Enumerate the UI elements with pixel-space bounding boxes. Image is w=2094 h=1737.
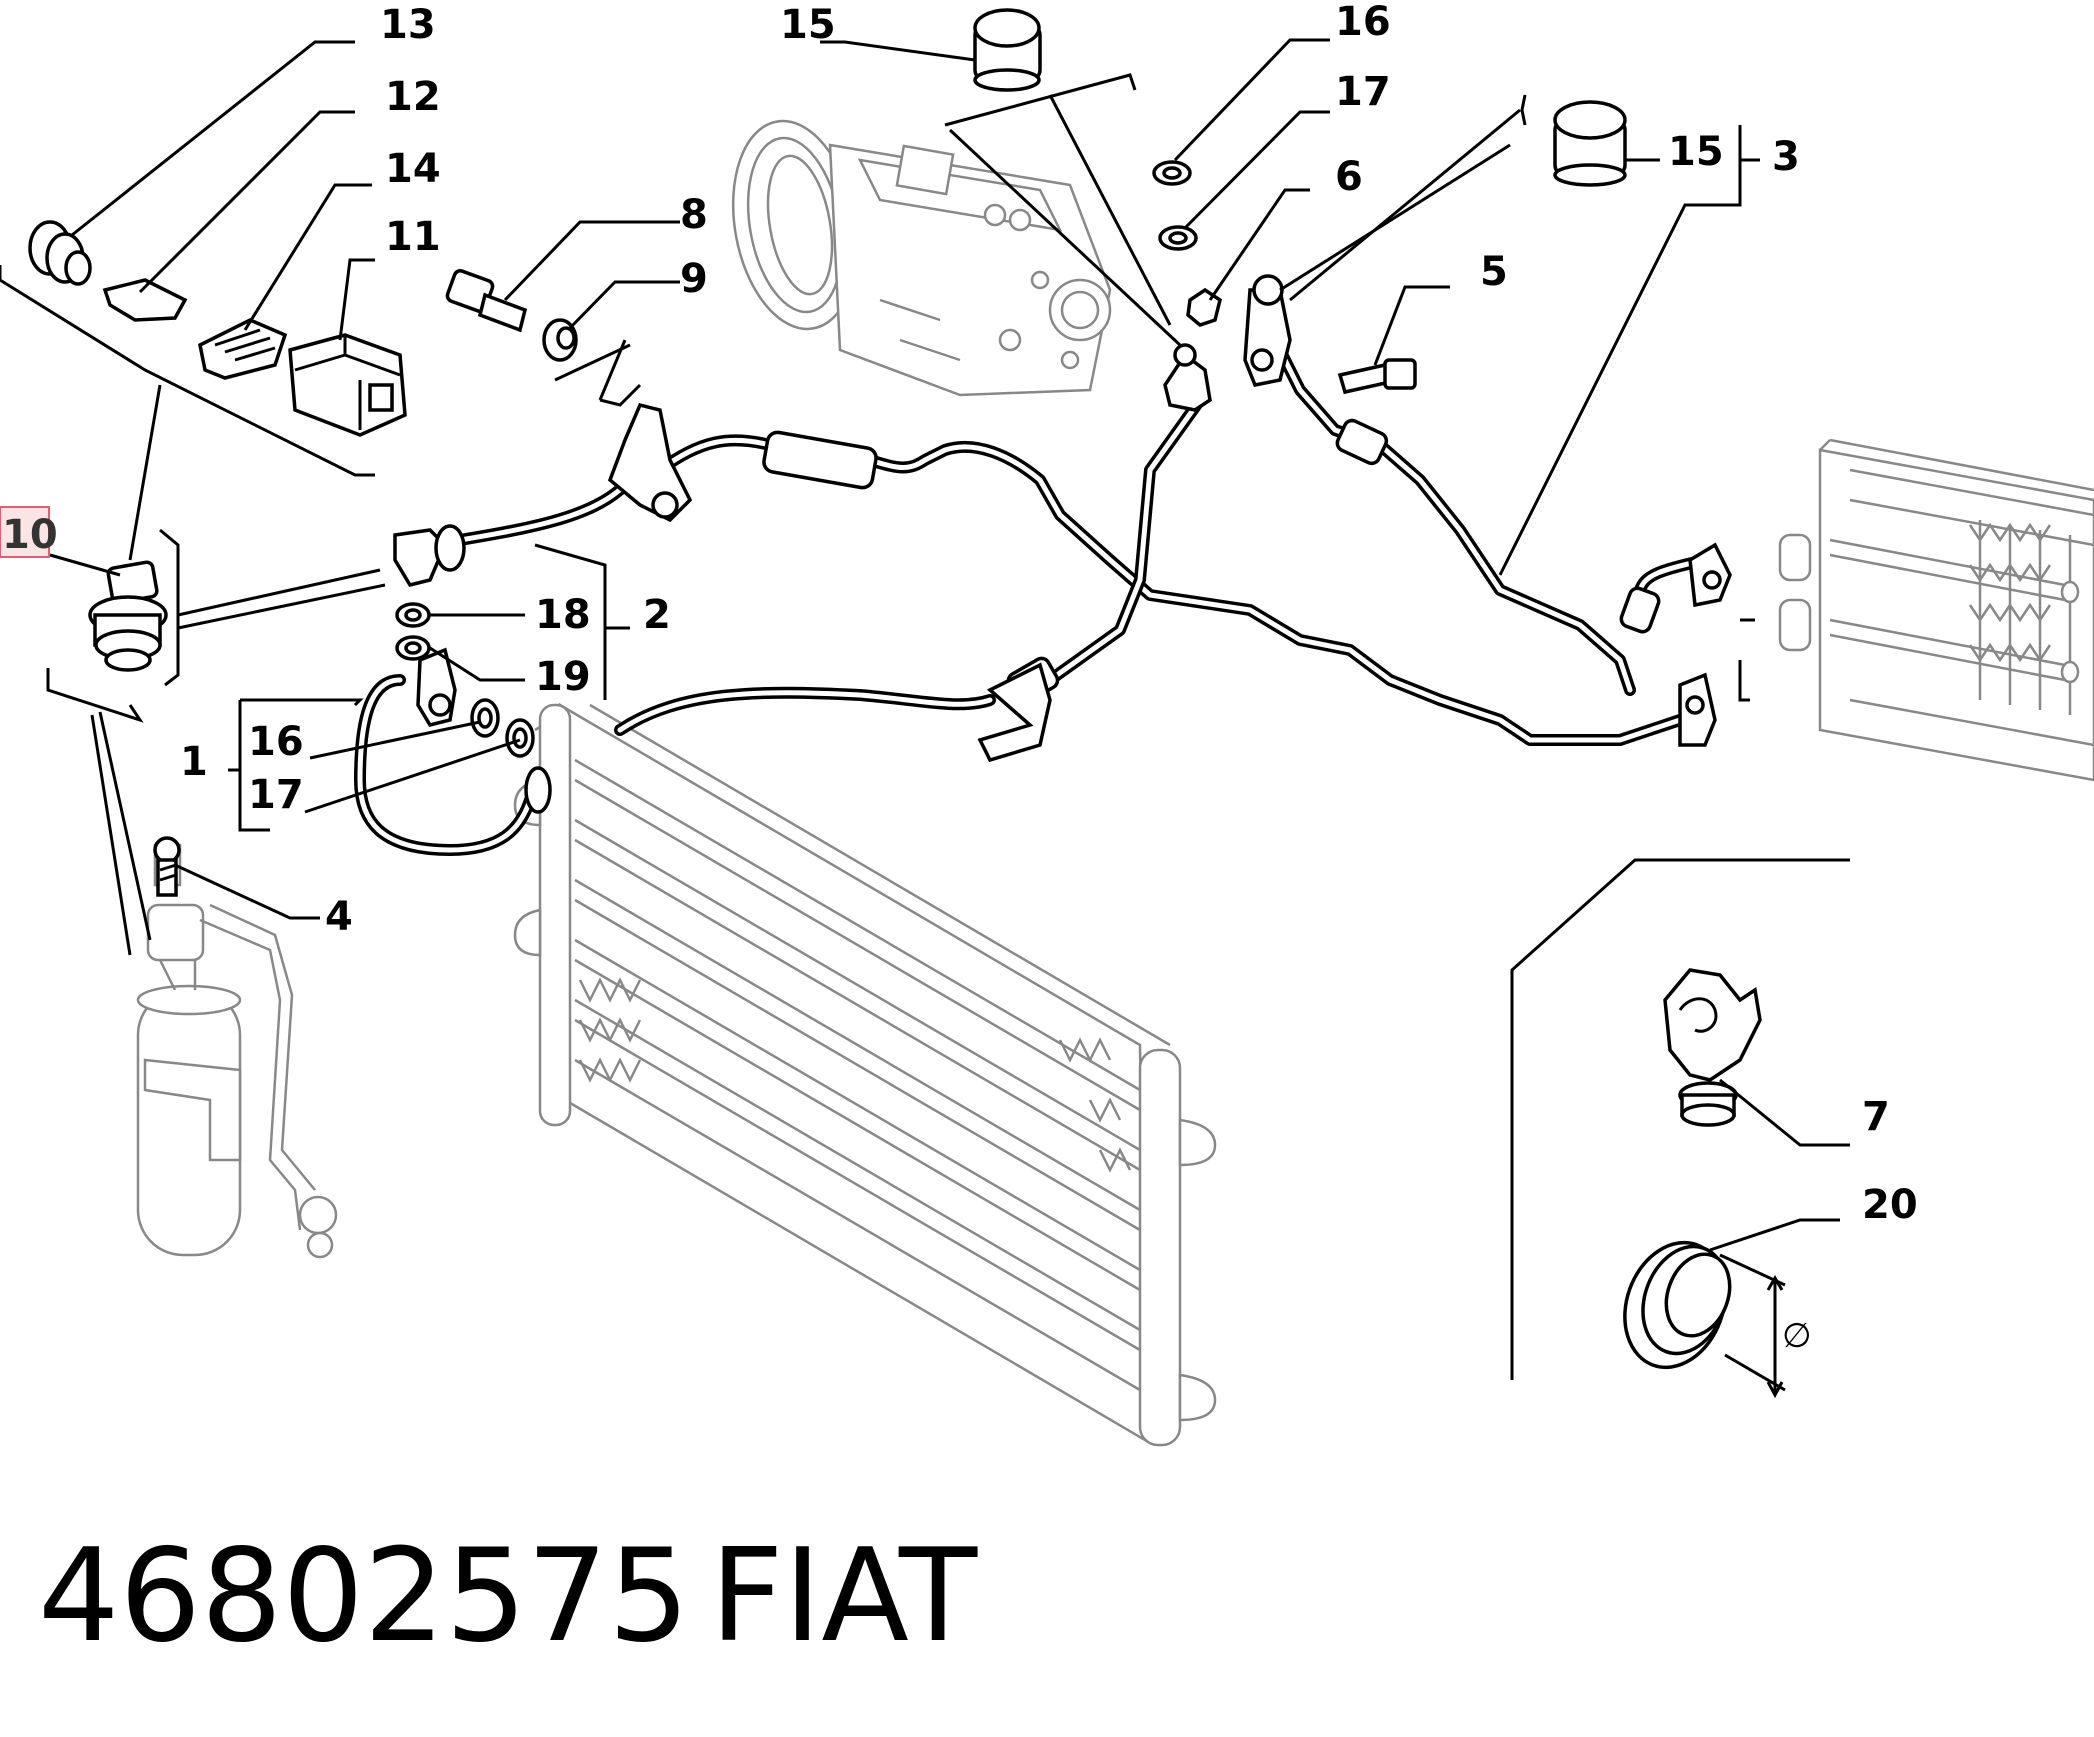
callout-6: 6 bbox=[1335, 154, 1363, 200]
callout-3: 3 bbox=[1772, 134, 1800, 180]
callout-8: 8 bbox=[680, 192, 708, 238]
pressure-switch-10 bbox=[88, 560, 168, 672]
leader-lines bbox=[0, 38, 1850, 1252]
callout-19: 19 bbox=[535, 654, 591, 700]
callout-10: 10 bbox=[2, 512, 58, 558]
connector-housing-11 bbox=[288, 333, 407, 437]
cap-20 bbox=[1623, 1240, 1732, 1370]
callout-15-right: 15 bbox=[1668, 129, 1724, 175]
cap-15-upper bbox=[973, 8, 1042, 92]
footer: 46802575 FIAT bbox=[38, 1522, 978, 1671]
evaporator bbox=[1778, 438, 2094, 782]
callout-14: 14 bbox=[385, 146, 441, 192]
bolt-5 bbox=[1337, 358, 1417, 395]
detail-inset bbox=[1510, 858, 1850, 1399]
part-number: 46802575 bbox=[38, 1522, 690, 1671]
callout-17-lower: 17 bbox=[248, 772, 304, 818]
callout-16-lower: 16 bbox=[248, 719, 304, 765]
callout-12: 12 bbox=[385, 74, 441, 120]
grommet-13 bbox=[28, 220, 92, 286]
diameter-symbol: ∅ bbox=[1782, 1316, 1812, 1356]
callout-5: 5 bbox=[1480, 249, 1508, 295]
cap-15-right bbox=[1553, 100, 1627, 187]
valve-7 bbox=[1663, 968, 1762, 1127]
callout-13: 13 bbox=[380, 2, 436, 48]
receiver-drier bbox=[136, 836, 338, 1259]
bolt-8 bbox=[445, 269, 528, 333]
fittings bbox=[393, 274, 1732, 814]
callout-17-upper: 17 bbox=[1335, 69, 1391, 115]
terminal-12 bbox=[102, 278, 188, 322]
callout-7: 7 bbox=[1862, 1094, 1890, 1140]
callout-15-upper: 15 bbox=[780, 2, 836, 48]
callout-labels: 13 12 14 11 10 8 9 15 16 17 6 15 3 5 18 … bbox=[0, 0, 1918, 1356]
callout-20: 20 bbox=[1862, 1182, 1918, 1228]
callout-2: 2 bbox=[643, 592, 671, 638]
callout-10-highlight bbox=[0, 506, 50, 558]
callout-9: 9 bbox=[680, 256, 708, 302]
callout-11: 11 bbox=[385, 214, 441, 260]
compressor bbox=[731, 119, 1112, 397]
brand-name: FIAT bbox=[710, 1522, 978, 1671]
callout-4: 4 bbox=[325, 894, 353, 940]
callout-18: 18 bbox=[535, 592, 591, 638]
condenser bbox=[513, 702, 1217, 1447]
callout-16-upper: 16 bbox=[1335, 0, 1391, 45]
nut-6 bbox=[1186, 287, 1222, 327]
small-parts bbox=[28, 8, 1627, 758]
callout-1: 1 bbox=[180, 739, 208, 785]
